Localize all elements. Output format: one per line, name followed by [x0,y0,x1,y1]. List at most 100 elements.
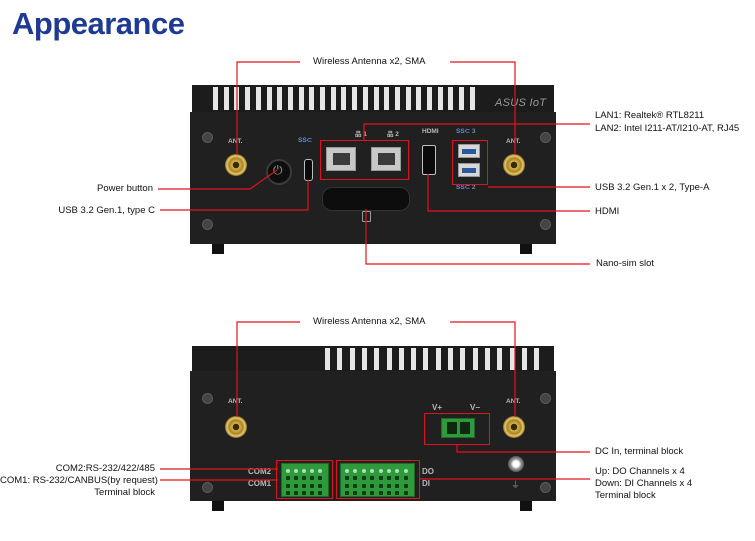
top-lan1-label: 品 1 [355,131,367,138]
terminal-pin [370,469,375,473]
heatsink-fin [374,348,380,370]
terminal-pin [353,469,358,473]
top-screw-br [540,219,551,230]
terminal-pin [395,476,400,480]
bottom-foot-right [520,501,532,511]
bottom-device-fin-band [192,346,554,372]
terminal-pin [370,484,375,488]
top-foot-right [520,244,532,254]
heatsink-fin [448,348,453,370]
terminal-pin [318,469,322,473]
terminal-pin [294,476,298,480]
terminal-pin [302,491,306,495]
heatsink-fin [423,348,429,370]
callout-dio-terminal: Terminal block [595,490,656,501]
nano-sim-slot[interactable] [322,187,410,211]
heatsink-fin [213,87,218,110]
heatsink-fin [277,87,283,110]
terminal-pin [345,469,349,473]
top-lan-highlight [320,140,409,180]
lan1-port[interactable] [326,147,356,171]
terminal-pin [403,476,408,480]
lan2-port[interactable] [371,147,401,171]
heatsink-fin [309,87,315,110]
terminal-pin [286,469,290,473]
terminal-pin [395,484,400,488]
heatsink-fin [398,348,404,370]
top-screw-tr [540,132,551,143]
heatsink-fin [469,87,475,110]
hdmi-port[interactable] [422,145,436,175]
terminal-pin [294,469,298,473]
top-usb2-label: SS⊂ 2 [456,184,476,191]
com2-label: COM2 [248,467,272,476]
top-device-chassis: ANT. ANT. SS⊂ 品 1 品 2 HDMI SS⊂ 3 SS⊂ 2 [190,112,556,244]
terminal-pin [386,491,391,495]
terminal-pin [302,484,306,488]
top-hdmi-label: HDMI [422,128,439,135]
callout-sim: Nano-sim slot [596,258,655,269]
heatsink-fin [373,87,379,110]
terminal-pin [370,491,375,495]
callout-lan2: LAN2: Intel I211-AT/I210-AT, RJ45 [595,123,740,134]
heatsink-fin [534,348,540,370]
dc-in-terminal-block[interactable] [441,418,475,438]
heatsink-fin [223,87,229,110]
terminal-pin [403,491,408,495]
terminal-pin [318,491,322,495]
top-device-fin-band [192,85,554,113]
usb-a-port-3[interactable] [458,144,480,158]
callout-com-terminal: Terminal block [94,487,155,498]
heatsink-fin [521,348,527,370]
vminus-label: V− [470,403,481,412]
terminal-pin [386,484,391,488]
power-led-indicator [508,456,524,472]
heatsink-fin [298,87,304,110]
terminal-pin [353,484,358,488]
dc-in-highlight [424,413,490,445]
line-usbc [160,180,309,211]
heatsink-fin [416,87,422,110]
terminal-pin [361,476,366,480]
line-lan1 [363,123,590,140]
callout-dio-up: Up: DO Channels x 4 [595,466,685,477]
dio-terminal-block[interactable] [340,463,415,497]
terminal-pin [302,476,306,480]
terminal-pin [310,469,314,473]
terminal-pin [345,484,349,488]
ground-icon: ⏚ [511,480,521,490]
bottom-screw-tl [202,393,213,404]
terminal-pin [345,491,349,495]
terminal-pin [378,476,383,480]
heatsink-fin [245,87,251,110]
callout-wireless-bottom: Wireless Antenna x2, SMA [313,316,426,327]
vplus-label: V+ [432,403,443,412]
terminal-pin [353,491,358,495]
heatsink-fin [361,348,367,370]
power-button[interactable] [266,159,292,185]
top-antenna-left-connector [225,154,247,176]
top-brand-logo: ASUS IoT [495,97,547,109]
terminal-pin [361,469,366,473]
callout-dio-down: Down: DI Channels x 4 [595,478,693,489]
terminal-pin [353,476,358,480]
com-terminal-block[interactable] [281,463,329,497]
callout-wireless-top: Wireless Antenna x2, SMA [313,56,426,67]
callout-dcin: DC In, terminal block [595,446,684,457]
heatsink-fin [459,87,465,110]
top-foot-left [212,244,224,254]
terminal-pin [286,484,290,488]
heatsink-fin [427,87,432,110]
top-usba-highlight [452,140,488,185]
usb-a-port-2[interactable] [458,163,480,177]
line-dcin [456,445,590,453]
heatsink-fin [266,87,272,110]
terminal-pin [318,484,322,488]
heatsink-fin [509,348,515,370]
callout-hdmi: HDMI [595,206,620,217]
terminal-pin [395,469,400,473]
heatsink-fin [341,87,347,110]
line-top-ant-right [450,61,516,155]
terminal-pin [294,484,298,488]
heatsink-fin [411,348,417,370]
